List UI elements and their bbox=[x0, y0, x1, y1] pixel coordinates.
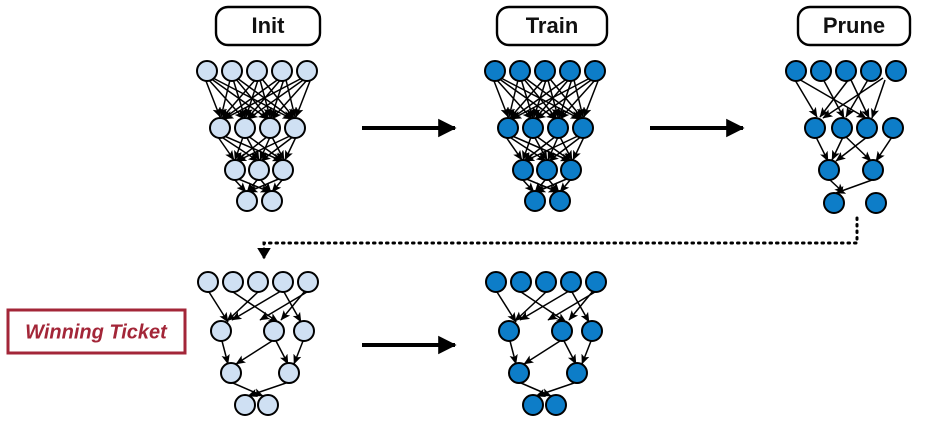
neuron bbox=[509, 60, 531, 82]
label-train-box bbox=[495, 5, 609, 47]
neuron bbox=[209, 117, 231, 139]
neuron bbox=[560, 271, 582, 293]
arrow-prune-to-winning-ticket bbox=[257, 216, 859, 260]
neuron bbox=[510, 271, 532, 293]
neuron bbox=[584, 60, 606, 82]
neuron bbox=[865, 192, 887, 214]
network-train-edges bbox=[493, 76, 599, 193]
neuron bbox=[261, 190, 283, 212]
neuron bbox=[818, 159, 840, 181]
neuron bbox=[835, 60, 857, 82]
neuron bbox=[196, 60, 218, 82]
neuron bbox=[508, 362, 530, 384]
neuron bbox=[524, 190, 546, 212]
neuron bbox=[566, 362, 588, 384]
network-train-nodes bbox=[484, 60, 606, 212]
neuron bbox=[498, 320, 520, 342]
neuron bbox=[534, 60, 556, 82]
neuron bbox=[536, 159, 558, 181]
neuron bbox=[823, 192, 845, 214]
neuron bbox=[885, 60, 907, 82]
neuron bbox=[247, 271, 269, 293]
neuron bbox=[585, 271, 607, 293]
neuron bbox=[246, 60, 268, 82]
network-prune bbox=[785, 60, 907, 214]
neuron bbox=[810, 60, 832, 82]
network-winning-ticket-init-nodes bbox=[197, 271, 319, 416]
neuron bbox=[220, 362, 242, 384]
neuron bbox=[831, 117, 853, 139]
neuron bbox=[860, 60, 882, 82]
neuron bbox=[560, 159, 582, 181]
neuron bbox=[222, 271, 244, 293]
neuron bbox=[522, 117, 544, 139]
network-init bbox=[196, 60, 318, 212]
neuron bbox=[549, 190, 571, 212]
label-init-text: Init bbox=[252, 13, 286, 38]
network-init-edges bbox=[205, 76, 311, 193]
neuron bbox=[484, 60, 506, 82]
network-winning-ticket-init bbox=[197, 271, 319, 416]
neuron bbox=[485, 271, 507, 293]
neuron bbox=[197, 271, 219, 293]
neuron bbox=[547, 117, 569, 139]
label-init: Init bbox=[214, 5, 322, 47]
winning-ticket-label: Winning Ticket bbox=[6, 308, 187, 355]
network-winning-ticket-train-edges bbox=[496, 290, 596, 397]
network-winning-ticket-train-nodes bbox=[485, 271, 607, 416]
neuron bbox=[497, 117, 519, 139]
neuron bbox=[272, 159, 294, 181]
neuron bbox=[856, 117, 878, 139]
neuron bbox=[862, 159, 884, 181]
label-init-box bbox=[214, 5, 322, 47]
neuron bbox=[234, 117, 256, 139]
label-prune-box bbox=[796, 5, 912, 47]
winning-ticket-text: Winning Ticket bbox=[25, 321, 168, 343]
neuron bbox=[572, 117, 594, 139]
neuron bbox=[210, 320, 232, 342]
neuron bbox=[224, 159, 246, 181]
network-init-nodes bbox=[196, 60, 318, 212]
neuron bbox=[221, 60, 243, 82]
label-train: Train bbox=[495, 5, 609, 47]
neuron bbox=[284, 117, 306, 139]
label-train-text: Train bbox=[526, 13, 579, 38]
neuron bbox=[272, 271, 294, 293]
neuron bbox=[278, 362, 300, 384]
neuron bbox=[234, 394, 256, 416]
neuron bbox=[236, 190, 258, 212]
neuron bbox=[785, 60, 807, 82]
neuron bbox=[804, 117, 826, 139]
neuron bbox=[296, 60, 318, 82]
neuron bbox=[551, 320, 573, 342]
network-train bbox=[484, 60, 606, 212]
network-prune-nodes bbox=[785, 60, 907, 214]
neuron bbox=[512, 159, 534, 181]
neuron bbox=[882, 117, 904, 139]
label-prune: Prune bbox=[796, 5, 912, 47]
network-winning-ticket-train bbox=[485, 271, 607, 416]
neuron bbox=[297, 271, 319, 293]
neuron bbox=[259, 117, 281, 139]
label-prune-text: Prune bbox=[823, 13, 885, 38]
neuron bbox=[535, 271, 557, 293]
neuron bbox=[271, 60, 293, 82]
neuron bbox=[293, 320, 315, 342]
neuron bbox=[248, 159, 270, 181]
network-prune-edges bbox=[794, 77, 893, 194]
neuron bbox=[263, 320, 285, 342]
neuron bbox=[522, 394, 544, 416]
neuron bbox=[581, 320, 603, 342]
network-winning-ticket-init-edges bbox=[208, 290, 308, 397]
neuron bbox=[257, 394, 279, 416]
neuron bbox=[545, 394, 567, 416]
neuron bbox=[559, 60, 581, 82]
winning-ticket-box bbox=[6, 308, 187, 355]
